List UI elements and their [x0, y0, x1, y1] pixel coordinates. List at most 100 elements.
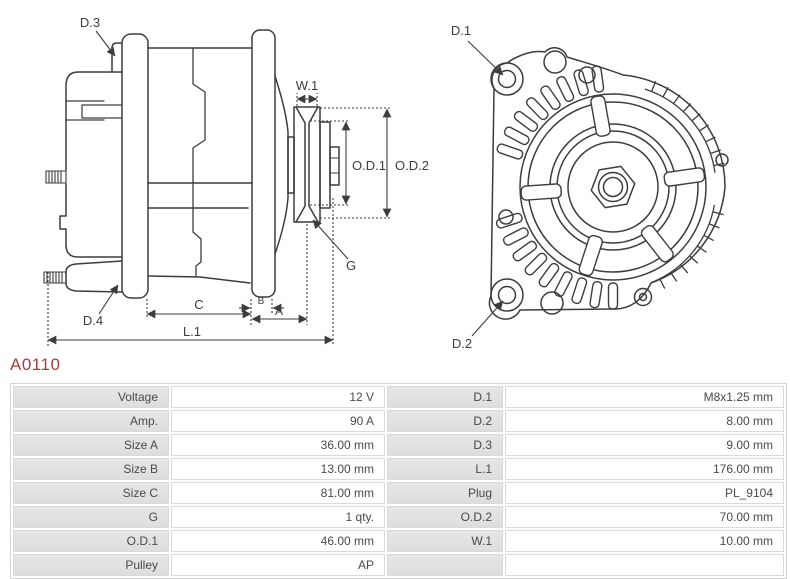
side-view-dimensions	[47, 30, 392, 346]
spec-value-cell: 36.00 mm	[171, 433, 385, 456]
spec-table: Voltage 12 V D.1 M8x1.25 mm Amp. 90 A D.…	[10, 382, 787, 579]
rib-ticks	[650, 81, 725, 289]
mounting-holes	[490, 50, 729, 315]
d3-leader-line	[95, 30, 116, 57]
spec-value-cell: M8x1.25 mm	[505, 385, 784, 408]
front-housing-outline	[488, 47, 726, 320]
dim-label-g: G	[346, 258, 356, 273]
dim-label-c: C	[194, 297, 203, 312]
rear-bracket-plate	[121, 33, 149, 299]
dim-label-od1: O.D.1	[352, 158, 386, 173]
rear-housing-ribs	[65, 100, 123, 121]
small-hole-right	[715, 153, 729, 167]
extension-lines	[47, 93, 392, 346]
small-hole-top	[578, 66, 596, 84]
dim-label-w1: W.1	[296, 78, 318, 93]
spec-label-cell: Amp.	[13, 409, 169, 432]
front-view-dimensions	[467, 40, 504, 337]
spec-value-cell: 10.00 mm	[505, 529, 784, 552]
foot-hole-outer	[633, 287, 653, 307]
spec-value-cell	[505, 553, 784, 576]
d1-leader-line	[467, 40, 504, 76]
body-lower-block	[147, 207, 251, 284]
d2-leader-line	[471, 300, 504, 337]
spec-label-cell: Pulley	[13, 553, 169, 576]
d1-lug-ring	[490, 62, 524, 96]
spec-label-cell: G	[13, 505, 169, 528]
d3-mounting-ear	[111, 42, 123, 73]
dim-label-d2: D.2	[452, 336, 472, 351]
spec-value-cell: 1 qty.	[171, 505, 385, 528]
shaft-hex-nut	[590, 165, 636, 209]
dim-label-a: A	[275, 304, 283, 318]
spec-label-cell: Size A	[13, 433, 169, 456]
fan-spokes	[520, 95, 706, 277]
table-row: Size A 36.00 mm D.3 9.00 mm	[13, 433, 784, 456]
d4-leader-line	[98, 284, 119, 315]
spec-value-cell: 70.00 mm	[505, 505, 784, 528]
table-row: Voltage 12 V D.1 M8x1.25 mm	[13, 385, 784, 408]
rear-housing-outline	[59, 71, 123, 258]
spec-label-cell: Size B	[13, 457, 169, 480]
body-seam-line	[192, 47, 206, 277]
small-hole-left	[498, 209, 514, 225]
part-number: A0110	[10, 355, 61, 374]
technical-drawing: D.3 D.4 W.1 O.D.1 O.D.2 G C B A L.1	[43, 15, 729, 351]
dim-label-l1: L.1	[183, 324, 201, 339]
d1-hole	[497, 69, 517, 89]
side-view-labels: D.3 D.4 W.1 O.D.1 O.D.2 G C B A L.1	[80, 15, 429, 339]
spec-label-cell: L.1	[387, 457, 503, 480]
spec-label-cell: Size C	[13, 481, 169, 504]
spec-value-cell: 13.00 mm	[171, 457, 385, 480]
alternator-diagram-svg: D.3 D.4 W.1 O.D.1 O.D.2 G C B A L.1	[43, 15, 729, 351]
side-view-diagram	[43, 29, 340, 299]
body-upper-block	[147, 47, 253, 184]
spec-label-cell: D.1	[387, 385, 503, 408]
spec-label-cell: Voltage	[13, 385, 169, 408]
dim-label-od2: O.D.2	[395, 158, 429, 173]
ear-hole-top	[543, 50, 567, 74]
table-row: G 1 qty. O.D.2 70.00 mm	[13, 505, 784, 528]
g-leader-line	[312, 219, 349, 260]
spec-value-cell: 8.00 mm	[505, 409, 784, 432]
table-row: Size B 13.00 mm L.1 176.00 mm	[13, 457, 784, 480]
dim-label-d3: D.3	[80, 15, 100, 30]
spec-label-cell: Plug	[387, 481, 503, 504]
spec-label-cell: W.1	[387, 529, 503, 552]
shaft-spacer	[287, 136, 295, 194]
dim-label-b: B	[258, 296, 265, 307]
d4-mounting-lug	[65, 260, 123, 293]
foot-hole-inner	[638, 292, 648, 302]
rib-arc-lower-right	[651, 204, 716, 284]
spec-value-cell: PL_9104	[505, 481, 784, 504]
d2-hole	[497, 285, 517, 305]
front-cone	[274, 75, 289, 255]
spec-value-cell: 90 A	[171, 409, 385, 432]
front-bracket-plate	[251, 29, 276, 298]
spec-value-cell: 12 V	[171, 385, 385, 408]
hole-bottom-left	[540, 291, 564, 315]
dim-label-d4: D.4	[83, 313, 103, 328]
table-row: O.D.1 46.00 mm W.1 10.00 mm	[13, 529, 784, 552]
dim-label-d1: D.1	[451, 23, 471, 38]
terminal-stud-top	[45, 170, 67, 184]
d2-lug-ring	[490, 278, 524, 312]
spec-label-cell: D.3	[387, 433, 503, 456]
spec-label-cell: O.D.2	[387, 505, 503, 528]
spec-value-cell: 9.00 mm	[505, 433, 784, 456]
terminal-stud-bottom	[43, 271, 67, 284]
front-view-labels: D.1 D.2	[451, 23, 472, 351]
table-row: Amp. 90 A D.2 8.00 mm	[13, 409, 784, 432]
spec-label-cell	[387, 553, 503, 576]
pulley	[293, 106, 340, 223]
rib-arc-upper-right	[644, 88, 716, 173]
spec-value-cell: 81.00 mm	[171, 481, 385, 504]
table-row: Size C 81.00 mm Plug PL_9104	[13, 481, 784, 504]
spec-label-cell: D.2	[387, 409, 503, 432]
table-row: Pulley AP	[13, 553, 784, 576]
spec-value-cell: 176.00 mm	[505, 457, 784, 480]
spec-value-cell: AP	[171, 553, 385, 576]
spec-label-cell: O.D.1	[13, 529, 169, 552]
front-view-diagram	[488, 47, 729, 320]
spec-value-cell: 46.00 mm	[171, 529, 385, 552]
